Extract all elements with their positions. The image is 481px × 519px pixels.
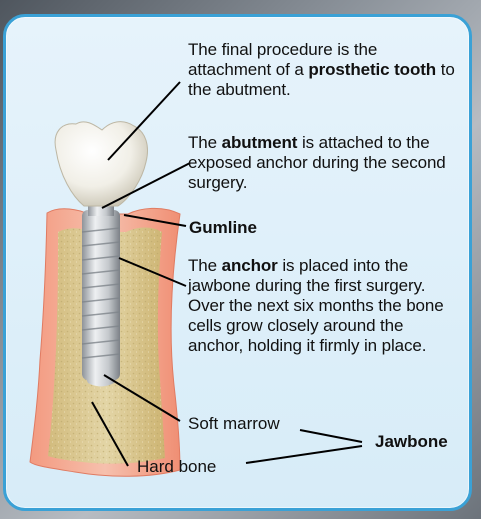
- abutment-description: The abutment is attached to the exposed …: [188, 133, 460, 193]
- gumline-label: Gumline: [189, 218, 257, 238]
- anchor-term: anchor: [222, 256, 278, 275]
- prosthetic-tooth-term: prosthetic tooth: [308, 60, 436, 79]
- leader-jawbone-a: [300, 430, 362, 442]
- hard-bone-label: Hard bone: [137, 457, 216, 477]
- prosthetic-tooth: [55, 122, 147, 206]
- anchor-description: The anchor is placed into the jawbone du…: [188, 256, 453, 356]
- soft-marrow-label: Soft marrow: [188, 414, 280, 434]
- prosthetic-tooth-description: The final procedure is the attachment of…: [188, 40, 458, 100]
- anchor-implant: [82, 210, 120, 387]
- abutment-term: abutment: [222, 133, 298, 152]
- jawbone-label: Jawbone: [375, 432, 448, 452]
- leader-jawbone-b: [246, 446, 362, 463]
